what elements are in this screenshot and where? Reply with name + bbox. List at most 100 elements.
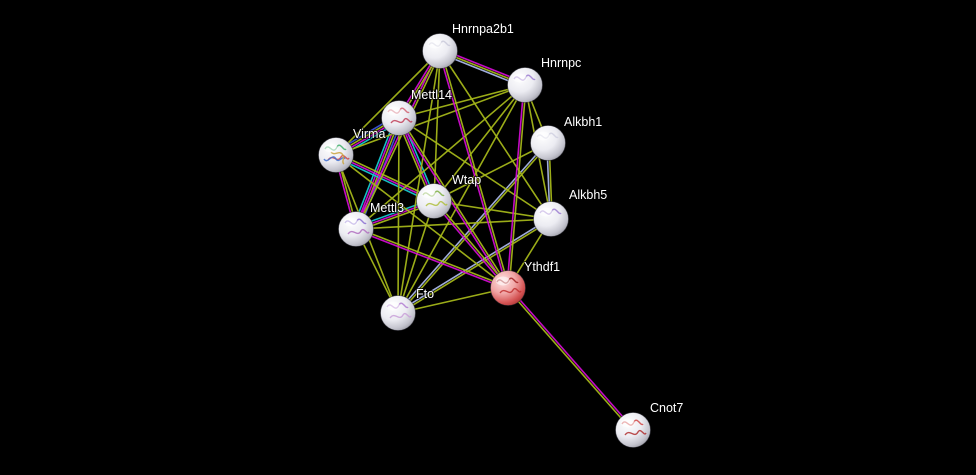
node-label-Cnot7: Cnot7 — [650, 401, 683, 415]
edge-Ythdf1-Virma — [335, 154, 509, 289]
edge-segment-textmining — [355, 84, 526, 230]
node-Cnot7[interactable] — [615, 412, 651, 448]
edge-Ythdf1-Hnrnpc — [506, 84, 527, 289]
node-label-Mettl14: Mettl14 — [411, 88, 452, 102]
node-Mettl14[interactable] — [381, 100, 417, 136]
edge-segment-textmining — [397, 287, 509, 314]
edge-Ythdf1-Mettl14 — [397, 116, 510, 290]
edge-Ythdf1-Wtap — [432, 199, 510, 290]
edge-Alkbh1-Wtap — [433, 142, 549, 202]
edge-Fto-Mettl14 — [397, 117, 400, 314]
edge-segment-experiments — [397, 117, 508, 290]
node-sphere-Fto[interactable] — [380, 295, 416, 331]
node-label-Hnrnpc: Hnrnpc — [541, 56, 581, 70]
node-Alkbh1[interactable] — [530, 125, 566, 161]
node-label-Hnrnpa2b1: Hnrnpa2b1 — [452, 22, 514, 36]
node-Alkbh5[interactable] — [533, 201, 569, 237]
edge-segment-experiments — [354, 49, 440, 230]
edge-segment-textmining — [440, 49, 510, 289]
node-label-Wtap: Wtap — [452, 173, 481, 187]
edge-Hnrnpc-Wtap — [433, 84, 526, 202]
node-sphere-Mettl3[interactable] — [338, 211, 374, 247]
node-Hnrnpc[interactable] — [507, 67, 543, 103]
node-Wtap[interactable] — [416, 183, 452, 219]
sphere-highlight — [428, 39, 442, 49]
edge-segment-textmining — [397, 117, 400, 314]
node-Hnrnpa2b1[interactable] — [422, 33, 458, 69]
sphere-highlight — [513, 73, 527, 83]
node-label-Virma: Virma — [353, 127, 385, 141]
node-label-Ythdf1: Ythdf1 — [524, 260, 560, 274]
sphere-highlight — [621, 418, 635, 428]
edge-Ythdf1-Mettl3 — [354, 227, 510, 290]
sphere-highlight — [496, 276, 510, 286]
sphere-highlight — [387, 106, 401, 116]
edge-segment-textmining — [399, 116, 510, 289]
edge-segment-homology — [396, 141, 548, 314]
edge-segment-textmining — [397, 219, 553, 315]
edge-segment-textmining — [335, 84, 526, 156]
node-Mettl3[interactable] — [338, 211, 374, 247]
edge-segment-textmining — [355, 227, 510, 288]
sphere-highlight — [539, 207, 553, 217]
edge-Fto-Wtap — [397, 200, 435, 314]
node-label-Fto: Fto — [416, 287, 434, 301]
structure-squiggle — [347, 228, 370, 235]
edge-segment-experiments — [354, 116, 399, 230]
node-label-Alkbh1: Alkbh1 — [564, 115, 602, 129]
edge-segment-textmining — [397, 50, 441, 314]
edge-segment-textmining — [355, 218, 552, 230]
node-sphere-Hnrnpa2b1[interactable] — [422, 33, 458, 69]
edge-segment-textmining — [508, 84, 527, 289]
edge-segment-textmining — [434, 199, 510, 289]
edges-layer — [333, 48, 635, 432]
edge-segment-textmining — [336, 152, 436, 200]
edge-Ythdf1-Hnrnpa2b1 — [438, 49, 510, 290]
edge-segment-textmining — [433, 84, 526, 202]
node-sphere-Alkbh5[interactable] — [533, 201, 569, 237]
edge-Alkbh5-Fto — [396, 217, 553, 315]
edge-segment-homology — [396, 217, 552, 313]
node-Ythdf1[interactable] — [490, 270, 526, 306]
edge-segment-textmining — [335, 154, 509, 289]
edge-segment-experiments — [438, 50, 508, 290]
structure-squiggle — [425, 200, 448, 207]
edge-segment-textmining — [335, 50, 441, 156]
edge-Hnrnpc-Mettl14 — [398, 84, 526, 119]
edge-segment-experiments — [354, 229, 509, 290]
edge-segment-textmining — [433, 142, 549, 202]
edge-Fto-Hnrnpa2b1 — [397, 50, 441, 314]
structure-squiggle — [499, 287, 522, 294]
node-label-Alkbh5: Alkbh5 — [569, 188, 607, 202]
edge-segment-textmining — [439, 50, 552, 220]
sphere-highlight — [324, 143, 338, 153]
node-sphere-Hnrnpc[interactable] — [507, 67, 543, 103]
edge-Hnrnpc-Virma — [335, 84, 526, 156]
structure-squiggle — [390, 117, 413, 124]
edge-segment-textmining — [398, 84, 526, 119]
node-sphere-Mettl14[interactable] — [381, 100, 417, 136]
sphere-highlight — [344, 217, 358, 227]
edge-segment-textmining — [506, 287, 633, 432]
node-sphere-Alkbh1[interactable] — [530, 125, 566, 161]
edge-segment-textmining — [398, 142, 550, 315]
edge-Hnrnpc-Fto — [397, 84, 526, 314]
sphere-highlight — [422, 189, 436, 199]
edge-Ythdf1-Cnot7 — [506, 286, 635, 432]
edge-Alkbh1-Fto — [396, 141, 550, 315]
node-sphere-Wtap[interactable] — [416, 183, 452, 219]
node-Fto[interactable] — [380, 295, 416, 331]
structure-squiggle — [330, 151, 345, 165]
node-sphere-Ythdf1[interactable] — [490, 270, 526, 306]
edge-Alkbh5-Mettl3 — [355, 218, 552, 230]
node-Virma[interactable] — [318, 137, 354, 173]
node-label-Mettl3: Mettl3 — [370, 201, 404, 215]
edge-Hnrnpc-Mettl3 — [355, 84, 526, 230]
structure-squiggle — [624, 429, 647, 436]
edge-segment-experiments — [432, 200, 508, 290]
node-sphere-Virma[interactable] — [318, 137, 354, 173]
sphere-highlight — [536, 131, 550, 141]
node-sphere-Cnot7[interactable] — [615, 412, 651, 448]
